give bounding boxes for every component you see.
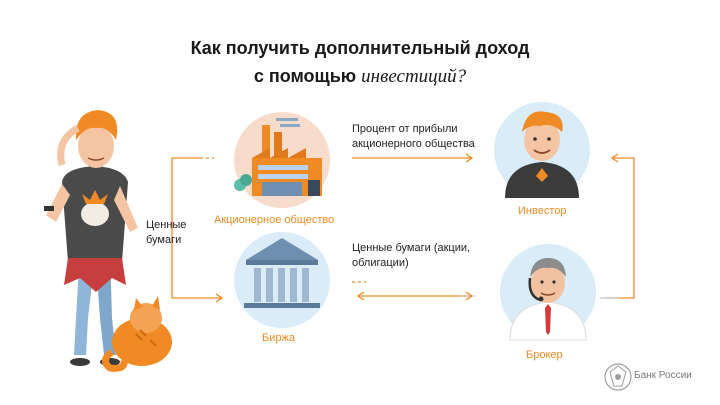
exchange-label: Биржа	[262, 332, 295, 344]
title-line-1: Как получить дополнительный доход	[190, 38, 530, 58]
bank-logo-emblem	[604, 363, 632, 391]
investor-avatar	[505, 111, 579, 198]
profit-label: Процент от прибыли акционерного общества	[352, 123, 475, 150]
broker-label: Брокер	[526, 349, 563, 361]
person-figure	[44, 110, 138, 366]
title-line-2-prefix: с помощью	[253, 66, 357, 86]
bank-logo-text: Банк России	[634, 370, 692, 381]
title-line-2: с помощью инвестиций?	[0, 62, 720, 91]
exchange-icon	[244, 238, 320, 308]
securities-arrows	[352, 281, 474, 301]
company-label: Акционерное общество	[214, 214, 335, 226]
securities-left-label: Ценные бумаги	[146, 219, 187, 246]
broker-avatar	[509, 258, 587, 341]
diagram-title: Как получить дополнительный доход с помо…	[0, 34, 720, 91]
title-line-2-italic: инвестиций?	[361, 66, 467, 87]
left-loop-arrows	[171, 157, 224, 303]
investor-label: Инвестор	[518, 205, 567, 217]
profit-arrow	[352, 153, 474, 163]
factory-icon	[234, 118, 322, 196]
right-loop-arrows	[606, 153, 635, 299]
cat-illustration	[102, 296, 172, 372]
securities-offer-label: Ценные бумаги (акции, облигации)	[352, 242, 471, 269]
